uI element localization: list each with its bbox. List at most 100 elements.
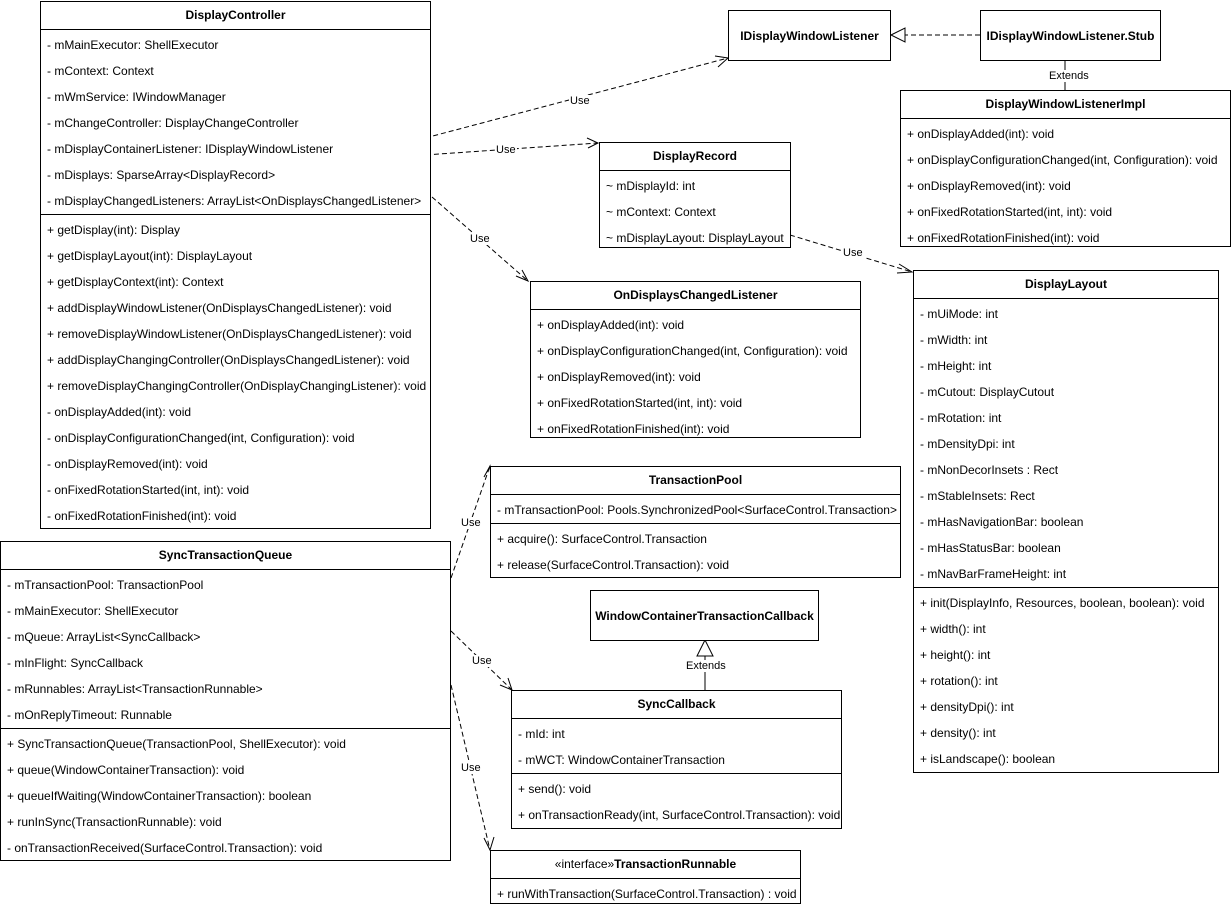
- field: - mUiMode: int: [920, 307, 999, 321]
- method: + runWithTransaction(SurfaceControl.Tran…: [497, 887, 797, 901]
- field: - mDisplayChangedListeners: ArrayList<On…: [47, 194, 422, 208]
- methods-section: + onDisplayAdded(int): void + onDisplayC…: [901, 119, 1230, 251]
- field: - mRunnables: ArrayList<TransactionRunna…: [7, 682, 263, 696]
- methods-section: + init(DisplayInfo, Resources, boolean, …: [914, 588, 1218, 772]
- field: - mDensityDpi: int: [920, 437, 1015, 451]
- arrowhead-displayrecord: [586, 137, 600, 149]
- use-label: Use: [842, 247, 864, 259]
- method: + isLandscape(): boolean: [920, 752, 1056, 766]
- interface-stereotype: «interface»: [554, 857, 615, 871]
- field: - mHeight: int: [920, 359, 992, 373]
- class-sync-callback: SyncCallback - mId: int - mWCT: WindowCo…: [511, 690, 842, 829]
- class-transaction-pool: TransactionPool - mTransactionPool: Pool…: [490, 466, 901, 578]
- method: + onTransactionReady(int, SurfaceControl…: [518, 808, 841, 822]
- method: + init(DisplayInfo, Resources, boolean, …: [920, 596, 1205, 610]
- class-window-container-transaction-callback: WindowContainerTransactionCallback: [590, 590, 819, 641]
- method: + getDisplayContext(int): Context: [47, 275, 224, 289]
- fields-section: ~ mDisplayId: int ~ mContext: Context ~ …: [600, 171, 790, 251]
- field: - mContext: Context: [47, 64, 154, 78]
- method: + send(): void: [518, 782, 592, 796]
- field: - mCutout: DisplayCutout: [920, 385, 1055, 399]
- method: + width(): int: [920, 622, 986, 636]
- field: - mDisplayContainerListener: IDisplayWin…: [47, 142, 334, 156]
- class-display-window-listener-impl: DisplayWindowListenerImpl + onDisplayAdd…: [900, 90, 1231, 247]
- method: - onDisplayConfigurationChanged(int, Con…: [47, 431, 355, 445]
- methods-section: + runWithTransaction(SurfaceControl.Tran…: [491, 879, 800, 907]
- class-idisplay-window-listener-stub: IDisplayWindowListener.Stub: [980, 10, 1161, 61]
- method: + addDisplayWindowListener(OnDisplaysCha…: [47, 301, 392, 315]
- field: - mStableInsets: Rect: [920, 489, 1035, 503]
- class-name: WindowContainerTransactionCallback: [595, 608, 814, 623]
- use-label: Use: [469, 233, 491, 245]
- method: + onDisplayConfigurationChanged(int, Con…: [537, 344, 848, 358]
- field: - mNavBarFrameHeight: int: [920, 567, 1067, 581]
- class-name: SyncCallback: [512, 691, 841, 719]
- class-idisplay-window-listener: IDisplayWindowListener: [728, 10, 891, 61]
- field: - mWidth: int: [920, 333, 988, 347]
- methods-section: + SyncTransactionQueue(TransactionPool, …: [1, 729, 450, 861]
- class-name: TransactionPool: [491, 467, 900, 495]
- methods-section: + acquire(): SurfaceControl.Transaction …: [491, 524, 900, 578]
- extends-label: Extends: [1048, 70, 1090, 82]
- field: ~ mContext: Context: [606, 205, 716, 219]
- method: + onDisplayRemoved(int): void: [907, 179, 1071, 193]
- method: + SyncTransactionQueue(TransactionPool, …: [7, 737, 346, 751]
- field: - mHasNavigationBar: boolean: [920, 515, 1084, 529]
- method: + getDisplayLayout(int): DisplayLayout: [47, 249, 253, 263]
- arrowhead-displaylayout: [896, 263, 914, 274]
- field: - mHasStatusBar: boolean: [920, 541, 1061, 555]
- class-name: DisplayLayout: [914, 271, 1218, 299]
- class-name: IDisplayWindowListener: [740, 28, 879, 43]
- field: ~ mDisplayLayout: DisplayLayout: [606, 231, 784, 245]
- class-name: DisplayWindowListenerImpl: [901, 91, 1230, 119]
- class-name: IDisplayWindowListener.Stub: [986, 28, 1155, 43]
- arrowhead-idisplaywindowlistener: [714, 55, 730, 68]
- method: + queueIfWaiting(WindowContainerTransact…: [7, 789, 312, 803]
- method: + density(): int: [920, 726, 996, 740]
- field: - mOnReplyTimeout: Runnable: [7, 708, 172, 722]
- class-name: DisplayRecord: [600, 143, 790, 171]
- methods-section: + onDisplayAdded(int): void + onDisplayC…: [531, 310, 860, 442]
- method: + removeDisplayChangingController(OnDisp…: [47, 379, 427, 393]
- field: - mId: int: [518, 727, 565, 741]
- field: - mWCT: WindowContainerTransaction: [518, 753, 725, 767]
- class-sync-transaction-queue: SyncTransactionQueue - mTransactionPool:…: [0, 541, 451, 861]
- methods-section: + send(): void + onTransactionReady(int,…: [512, 774, 841, 828]
- method: + densityDpi(): int: [920, 700, 1014, 714]
- field: - mDisplays: SparseArray<DisplayRecord>: [47, 168, 276, 182]
- fields-section: - mTransactionPool: TransactionPool - mM…: [1, 570, 450, 729]
- method: - onFixedRotationStarted(int, int): void: [47, 483, 250, 497]
- method: + onFixedRotationFinished(int): void: [907, 231, 1100, 245]
- method: - onDisplayRemoved(int): void: [47, 457, 208, 471]
- method: + runInSync(TransactionRunnable): void: [7, 815, 222, 829]
- use-label: Use: [471, 655, 493, 667]
- extends-triangle-wctcallback: [696, 638, 714, 657]
- use-edge-displayrecord-to-displaylayout: [789, 234, 913, 273]
- method: + onDisplayConfigurationChanged(int, Con…: [907, 153, 1218, 167]
- field: - mInFlight: SyncCallback: [7, 656, 144, 670]
- class-transaction-runnable: «interface»TransactionRunnable + runWith…: [490, 850, 801, 904]
- class-name: DisplayController: [41, 2, 430, 30]
- class-name: TransactionRunnable: [614, 857, 737, 871]
- method: + height(): int: [920, 648, 991, 662]
- class-on-displays-changed-listener: OnDisplaysChangedListener + onDisplayAdd…: [530, 281, 861, 438]
- method: + getDisplay(int): Display: [47, 223, 181, 237]
- methods-section: + getDisplay(int): Display + getDisplayL…: [41, 215, 430, 529]
- method: + release(SurfaceControl.Transaction): v…: [497, 558, 729, 572]
- arrowhead-ondisplayschangedlistener: [515, 269, 530, 283]
- method: + onDisplayAdded(int): void: [907, 127, 1055, 141]
- method: - onFixedRotationFinished(int): void: [47, 509, 237, 523]
- field: - mMainExecutor: ShellExecutor: [7, 604, 179, 618]
- class-display-controller: DisplayController - mMainExecutor: Shell…: [40, 1, 431, 529]
- class-display-layout: DisplayLayout - mUiMode: int - mWidth: i…: [913, 270, 1219, 773]
- method: + onFixedRotationFinished(int): void: [537, 422, 730, 436]
- field: - mWmService: IWindowManager: [47, 90, 226, 104]
- fields-section: - mUiMode: int - mWidth: int - mHeight: …: [914, 299, 1218, 588]
- method: + rotation(): int: [920, 674, 998, 688]
- field: - mRotation: int: [920, 411, 1002, 425]
- method: + onFixedRotationStarted(int, int): void: [537, 396, 743, 410]
- use-label: Use: [495, 144, 517, 156]
- extends-label: Extends: [685, 660, 727, 672]
- fields-section: - mMainExecutor: ShellExecutor - mContex…: [41, 30, 430, 215]
- field: - mChangeController: DisplayChangeContro…: [47, 116, 299, 130]
